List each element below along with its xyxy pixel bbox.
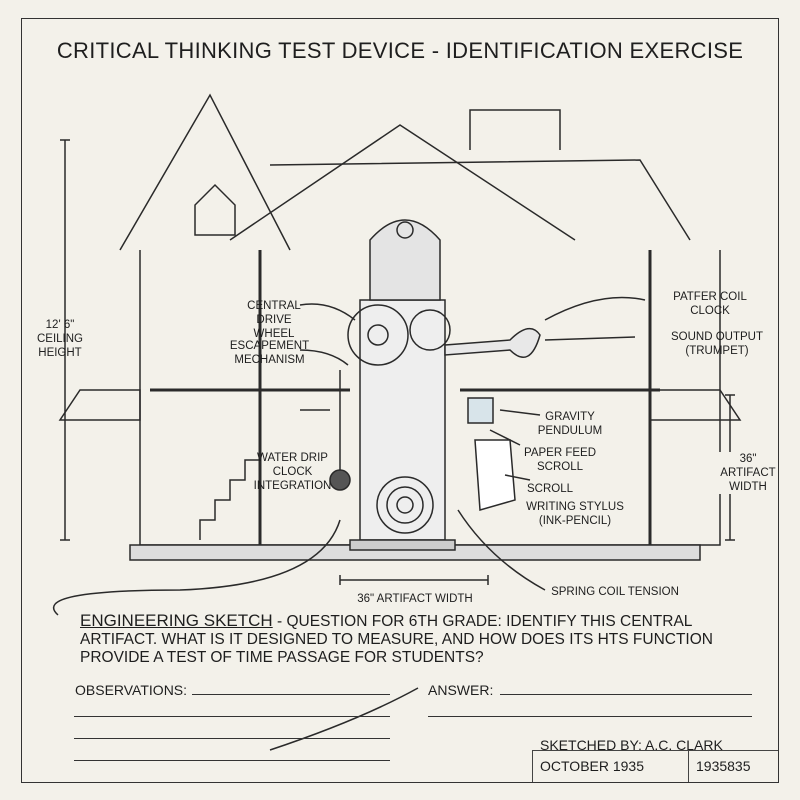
gravity-pendulum-label: GRAVITY PENDULUM <box>537 411 603 437</box>
writing-stylus-label: WRITING STYLUS (INK-PENCIL) <box>526 501 624 527</box>
drawing-frame <box>21 18 779 783</box>
sketch-date: OCTOBER 1935 <box>540 758 645 774</box>
observations-line-3[interactable] <box>74 738 390 739</box>
question-heading: ENGINEERING SKETCH <box>80 611 273 630</box>
paper-feed-label: PAPER FEED SCROLL <box>524 447 596 473</box>
sketched-by: SKETCHED BY: A.C. CLARK <box>540 737 723 753</box>
page-title: CRITICAL THINKING TEST DEVICE - IDENTIFI… <box>56 38 744 63</box>
water-drip-label: WATER DRIP CLOCK INTEGRATION <box>253 452 332 492</box>
sound-output-label: SOUND OUTPUT (TRUMPET) <box>671 331 763 357</box>
spring-coil-label: SPRING COIL TENSION <box>551 586 679 598</box>
scroll-label: SCROLL <box>526 483 574 495</box>
drawing-number: 1935835 <box>696 758 751 774</box>
escapement-label: ESCAPEMENT MECHANISM <box>229 340 310 366</box>
observations-line-1[interactable] <box>192 694 390 695</box>
answer-line-1[interactable] <box>500 694 752 695</box>
central-drive-wheel-label: CENTRAL DRIVE WHEEL <box>247 300 301 340</box>
observations-line-4[interactable] <box>74 760 390 761</box>
observations-label: OBSERVATIONS: <box>75 682 188 698</box>
answer-line-2[interactable] <box>428 716 752 717</box>
patfer-coil-label: PATFER COIL CLOCK <box>673 291 747 317</box>
title-block <box>532 750 778 782</box>
artifact-width-right-label: 36" ARTIFACT WIDTH <box>718 452 778 494</box>
question-text: ENGINEERING SKETCH - QUESTION FOR 6TH GR… <box>80 612 760 667</box>
observations-line-2[interactable] <box>74 716 390 717</box>
ceiling-height-label: 12' 6" CEILING HEIGHT <box>36 319 83 359</box>
artifact-width-bottom-label: 36" ARTIFACT WIDTH <box>357 593 473 605</box>
answer-label: ANSWER: <box>428 682 494 698</box>
title-block-divider <box>688 750 689 782</box>
question-body: - QUESTION FOR 6TH GRADE: IDENTIFY THIS … <box>80 613 713 666</box>
